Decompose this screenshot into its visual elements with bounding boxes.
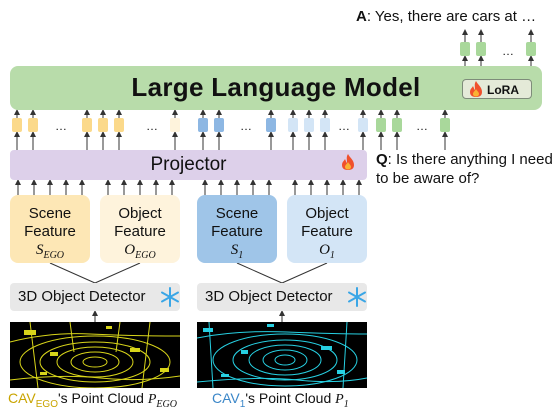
cav1-scene-feature: Scene Feature S1 (197, 195, 277, 263)
cav1-point-cloud-image (197, 322, 367, 388)
cav1-scene-line2: Feature (211, 223, 263, 240)
ego-detector-to-object (94, 262, 141, 284)
projector-label: Projector (150, 154, 227, 175)
output-token (526, 42, 536, 56)
ellipsis: … (240, 119, 252, 133)
ego-point-cloud-image (10, 322, 180, 388)
cav1-object-line2: Feature (301, 223, 353, 240)
question-label: Q (376, 151, 388, 168)
input-token (214, 118, 224, 132)
input-token (98, 118, 108, 132)
ellipsis: … (338, 119, 350, 133)
snowflake-icon (348, 287, 366, 307)
input-token (392, 118, 402, 132)
cav1-detector-label: 3D Object Detector (205, 288, 333, 305)
ellipsis: … (502, 44, 514, 58)
output-token (476, 42, 486, 56)
ego-scene-feature: Scene Feature SEGO (10, 195, 90, 263)
llm-block (10, 66, 542, 110)
input-token (28, 118, 38, 132)
input-token (12, 118, 22, 132)
cav1-object-detector: 3D Object Detector (197, 283, 367, 311)
ego-scene-line1: Scene (28, 205, 72, 222)
input-token (82, 118, 92, 132)
ellipsis: … (55, 119, 67, 133)
ego-object-line1: Object (118, 205, 162, 222)
ellipsis: … (416, 119, 428, 133)
cav1-caption-text: 's Point Cloud (245, 390, 336, 406)
input-token (440, 118, 450, 132)
fire-icon (342, 154, 354, 170)
ego-scene-line2: Feature (24, 223, 76, 240)
ego-object-feature: Object Feature OEGO (100, 195, 180, 263)
cav1-scene-line1: Scene (215, 205, 259, 222)
ego-object-line2: Feature (114, 223, 166, 240)
input-token (288, 118, 298, 132)
question-text: Q: Is there anything I need to be aware … (376, 150, 556, 188)
answer-label: A (356, 8, 367, 25)
input-token (170, 118, 180, 132)
ego-scene-symbol: SEGO (35, 242, 65, 261)
ego-caption-text: 's Point Cloud (57, 390, 148, 406)
input-token (198, 118, 208, 132)
snowflake-icon (161, 287, 179, 307)
llm-title: Large Language Model (131, 72, 421, 102)
ellipsis: … (146, 119, 158, 133)
ego-detector-label: 3D Object Detector (18, 288, 146, 305)
lora-label: LoRA (487, 83, 519, 97)
ego-point-cloud (10, 322, 180, 388)
answer-body: : Yes, there are cars at … (366, 8, 537, 25)
input-token (114, 118, 124, 132)
input-token (376, 118, 386, 132)
cav1-object-symbol: O1 (319, 242, 335, 261)
ego-detector-to-scene (49, 262, 96, 284)
token-row (12, 42, 536, 132)
ego-caption-cav: CAVEGO (8, 390, 58, 410)
cav1-scene-symbol: S1 (230, 242, 244, 261)
cav1-point-cloud (197, 322, 367, 388)
cav1-caption-cav: CAV1 (212, 390, 246, 410)
fire-icon (470, 81, 482, 97)
ego-object-detector: 3D Object Detector (10, 283, 180, 311)
input-token (304, 118, 314, 132)
input-token (266, 118, 276, 132)
input-token (320, 118, 330, 132)
cav1-caption: CAV1's Point Cloud P1 (212, 390, 349, 410)
projector-block (10, 150, 367, 180)
ego-caption: CAVEGO's Point Cloud PEGO (8, 390, 177, 410)
question-body: : Is there anything I need to be aware o… (376, 151, 553, 187)
arrow-connectors (14, 29, 534, 322)
cav1-detector-to-scene (236, 262, 283, 284)
ego-caption-symbol: PEGO (147, 392, 177, 410)
input-token (358, 118, 368, 132)
cav1-caption-symbol: P1 (335, 392, 349, 410)
output-token (460, 42, 470, 56)
cav1-object-line1: Object (305, 205, 349, 222)
answer-text: A: Yes, there are cars at … (356, 8, 536, 25)
cav1-object-feature: Object Feature O1 (287, 195, 367, 263)
cav1-detector-to-object (281, 262, 328, 284)
ego-object-symbol: OEGO (124, 242, 156, 261)
